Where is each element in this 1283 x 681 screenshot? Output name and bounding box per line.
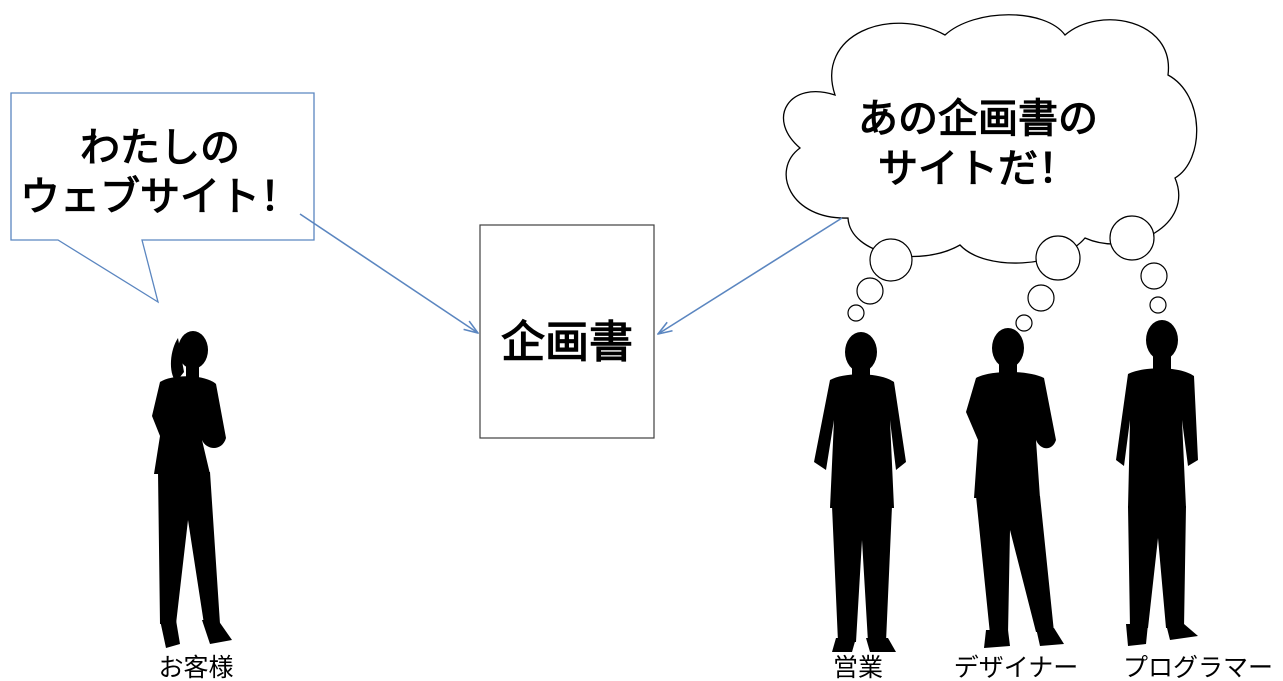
programmer-silhouette [1116,320,1198,646]
thought-line1: あの企画書の [858,96,1098,142]
thought-dot [847,304,865,322]
designer-silhouette [966,328,1064,648]
thought-dot [1149,296,1167,314]
thought-dot [1109,215,1155,261]
thought-dot [1140,262,1168,290]
thought-dot [1015,314,1033,332]
customer-bubble-line2: ウェブサイト！ [20,174,300,220]
thought-dot [1035,235,1081,281]
customer-bubble-line1: わたしの [80,125,240,171]
arrow-customer-to-document [299,213,478,333]
customer-speech-bubble: わたしの ウェブサイト！ [10,92,315,304]
label-programmer: プログラマー [1123,653,1273,681]
label-customer: お客様 [158,653,233,681]
thought-dot [869,238,913,282]
team-thought-cloud: あの企画書の サイトだ！ [782,14,1198,332]
label-designer: デザイナー [954,653,1079,681]
label-sales: 営業 [833,653,883,681]
thought-dot [856,277,884,305]
thought-dot [1027,284,1055,312]
arrow-cloud-to-document [658,217,843,334]
document-page [479,224,655,439]
customer-silhouette [152,331,232,648]
document-label: 企画書 [501,317,633,368]
sales-silhouette [814,332,906,652]
document: 企画書 [479,224,655,439]
thought-line2: サイトだ！ [878,146,1078,192]
